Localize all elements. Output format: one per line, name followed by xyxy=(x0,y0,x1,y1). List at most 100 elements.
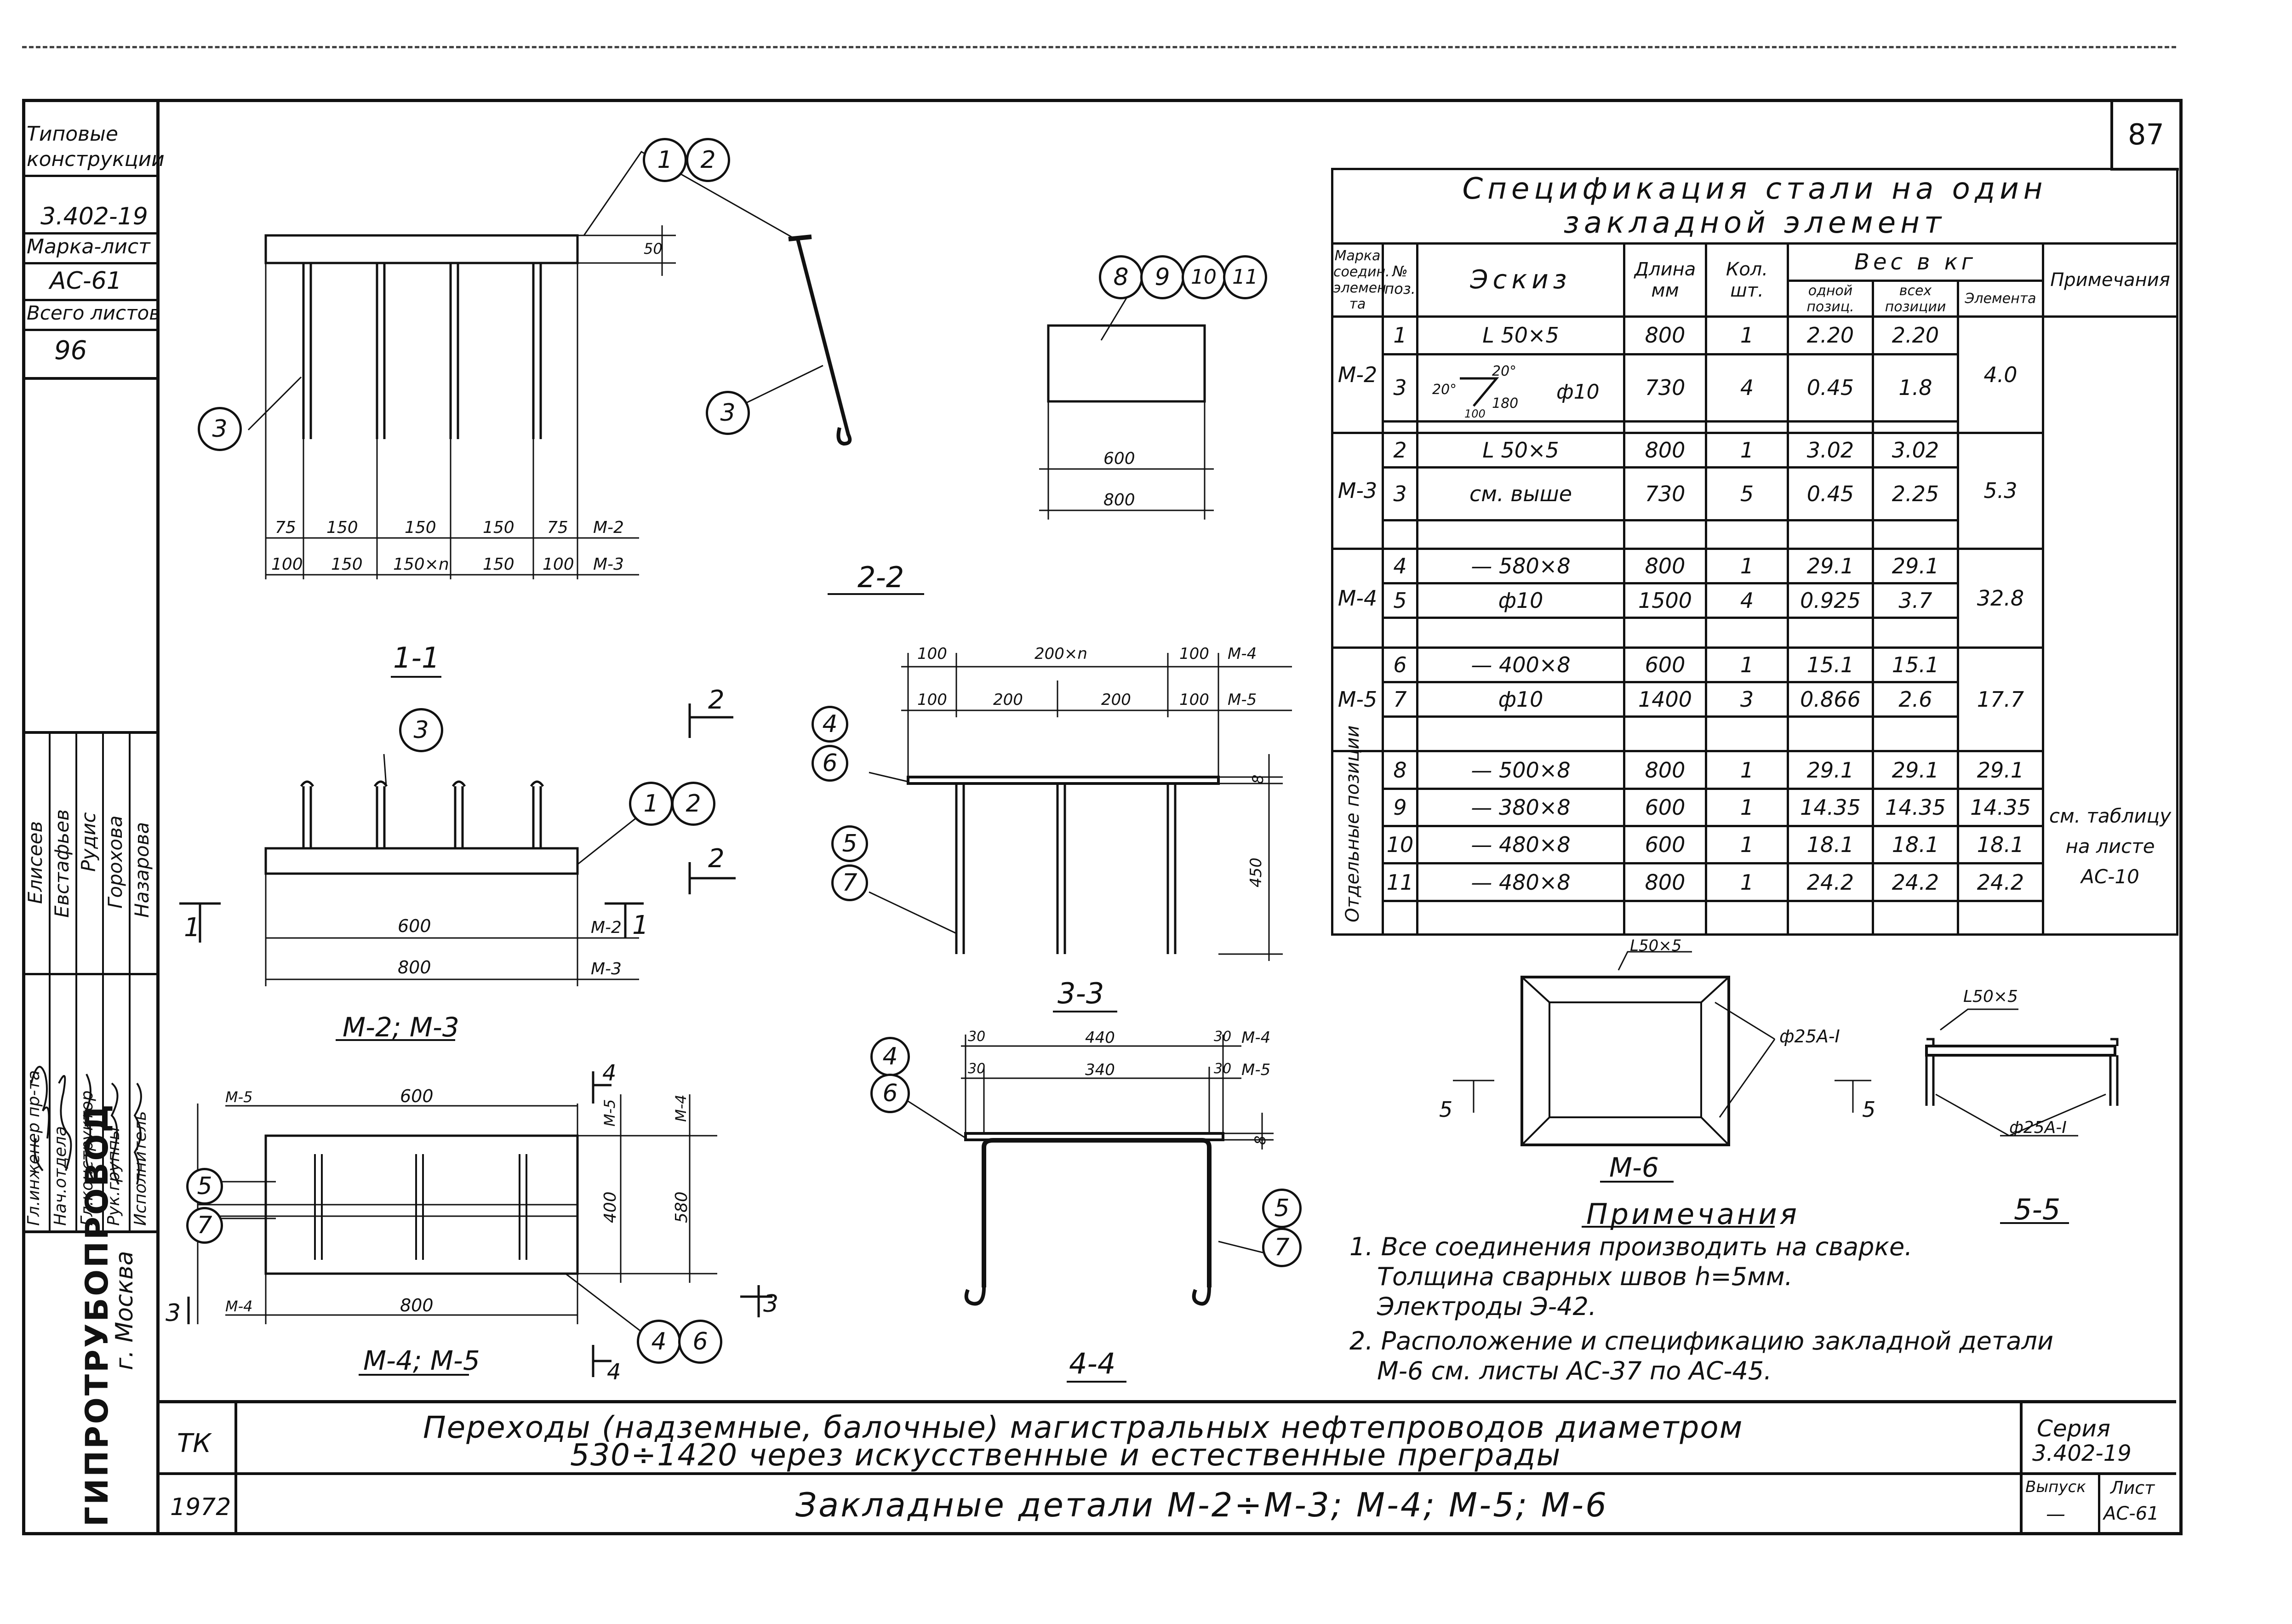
m45-d580: 580 xyxy=(672,1191,691,1223)
callout-5: 5 xyxy=(1262,1189,1302,1228)
callout-5: 5 xyxy=(186,1168,223,1205)
cell-sketch: L 50×5 xyxy=(1416,315,1625,355)
v11-dimlines xyxy=(265,225,676,579)
cell-pos: 5 xyxy=(1382,582,1418,619)
v22-d600: 600 xyxy=(1103,449,1135,468)
v33-caption: 3-3 xyxy=(1057,977,1104,1010)
v33-b2: 200 xyxy=(993,691,1023,709)
v44-b2: 340 xyxy=(1085,1061,1115,1079)
stamp-total-value: 96 xyxy=(54,336,87,366)
callout-5: 5 xyxy=(831,825,868,862)
cell-len: 800 xyxy=(1623,315,1707,355)
cell-qty: 1 xyxy=(1705,787,1789,828)
v11-e2: 150 xyxy=(331,555,363,574)
v55-angle: L50×5 xyxy=(1963,987,2018,1006)
cell-qty: 5 xyxy=(1705,466,1789,521)
cell-qty: 3 xyxy=(1705,681,1789,718)
stamp-divider xyxy=(22,232,156,234)
cell-sketch: — 500×8 xyxy=(1416,750,1625,790)
cell-total: 17.7 xyxy=(1957,646,2044,753)
cell-w1: 3.02 xyxy=(1787,431,1874,469)
v33-b3: 200 xyxy=(1101,691,1131,709)
callout-3: 3 xyxy=(198,407,242,451)
staff-block: Гл.инженер пр-та Нач.отдела Гл.конструкт… xyxy=(22,731,156,1233)
title-col xyxy=(2020,1403,2023,1532)
v11-dim50: 50 xyxy=(644,240,663,257)
note-column: см. таблицу на листе АС-10 xyxy=(2041,316,2179,936)
v11-caption: 1-1 xyxy=(393,641,440,675)
cell-sketch: L 50×5 xyxy=(1416,431,1625,469)
m23-angle xyxy=(264,847,579,875)
m45-d800: 800 xyxy=(400,1295,434,1315)
cell-pos: 9 xyxy=(1382,787,1418,828)
callout-8: 8 xyxy=(1099,255,1143,299)
cell-qty: 1 xyxy=(1705,548,1789,585)
cell-sketch-bar: 20° 20° 180 100 ф10 xyxy=(1416,353,1625,423)
cell-len: 800 xyxy=(1623,750,1707,790)
cell-sketch: — 480×8 xyxy=(1416,825,1625,865)
cell-qty: 1 xyxy=(1705,750,1789,790)
cell-qty: 4 xyxy=(1705,582,1789,619)
sketch-dim-a: 20° xyxy=(1432,381,1457,398)
group-mark: М-5 xyxy=(1331,646,1384,753)
signatures xyxy=(30,1066,142,1185)
title-col xyxy=(234,1403,237,1532)
cell-w1: 14.35 xyxy=(1787,787,1874,828)
v11-e5: 100 xyxy=(543,555,574,574)
cell-wall: 18.1 xyxy=(1872,825,1959,865)
v55-angle xyxy=(1925,1045,2116,1057)
staff-col xyxy=(75,734,77,1230)
v11-m3: М-3 xyxy=(593,555,624,574)
sketch-dim-c: 180 xyxy=(1492,395,1519,412)
sheet-number: 87 xyxy=(2128,118,2164,151)
cell-sketch: — 380×8 xyxy=(1416,787,1625,828)
v33-d8: 8 xyxy=(1249,774,1267,784)
cell-pos: 2 xyxy=(1382,431,1418,469)
cell-wall: 14.35 xyxy=(1872,787,1959,828)
callout-3: 3 xyxy=(399,708,443,752)
cell-len: 800 xyxy=(1623,431,1707,469)
cell-qty: 1 xyxy=(1705,646,1789,684)
cell-len: 600 xyxy=(1623,646,1707,684)
m45-bars xyxy=(314,1154,527,1260)
type-label-1: Типовые xyxy=(27,122,118,146)
project-title-2: 530÷1420 через искусственные и естествен… xyxy=(570,1437,1561,1473)
stamp-divider xyxy=(22,329,156,331)
cell-we: 14.35 xyxy=(1957,787,2044,828)
callout-6: 6 xyxy=(812,745,848,782)
type-label-2: конструкции xyxy=(27,148,165,171)
sec1-left: 1 xyxy=(184,913,200,943)
v11-d5: 75 xyxy=(547,518,568,537)
hdr-w-elem: Элемента xyxy=(1957,280,2044,318)
cell-pos: 4 xyxy=(1382,548,1418,585)
v11-e3: 150×n xyxy=(393,555,449,574)
series-value: 3.402-19 xyxy=(2032,1441,2132,1466)
note-1c: Электроды Э-42. xyxy=(1377,1292,1597,1321)
v44-t3: 30 xyxy=(1214,1029,1232,1045)
m45-m5: М-5 xyxy=(225,1088,253,1106)
sec1-right: 1 xyxy=(632,910,649,940)
v22-d800: 800 xyxy=(1103,491,1135,509)
list-label: Лист xyxy=(2110,1478,2155,1498)
v44-t2: 440 xyxy=(1085,1029,1115,1047)
cell-len: 1400 xyxy=(1623,681,1707,718)
v33-t3: 100 xyxy=(1179,645,1209,663)
v11-e4: 150 xyxy=(483,555,514,574)
cell-w1: 29.1 xyxy=(1787,548,1874,585)
cell-pos: 10 xyxy=(1382,825,1418,865)
v33-b1: 100 xyxy=(917,691,947,709)
v11-d1: 75 xyxy=(275,518,296,537)
m6-sec5-right: 5 xyxy=(1862,1097,1876,1122)
cell-qty: 4 xyxy=(1705,353,1789,423)
m6-bar: ф25А-I xyxy=(1779,1026,1840,1046)
cell-pos: 11 xyxy=(1382,862,1418,902)
v44-d8: 8 xyxy=(1252,1135,1269,1145)
cell-wall: 3.02 xyxy=(1872,431,1959,469)
year-label: 1972 xyxy=(170,1493,231,1521)
v44-b3: 30 xyxy=(1214,1061,1232,1077)
hdr-length: Длина мм xyxy=(1623,242,1707,318)
sketch-dim-d: 100 xyxy=(1464,407,1486,420)
v55-bar: ф25А-I xyxy=(2009,1118,2067,1137)
note-2a: 2. Расположение и спецификацию закладной… xyxy=(1349,1327,2054,1355)
cell-wall: 2.6 xyxy=(1872,681,1959,718)
